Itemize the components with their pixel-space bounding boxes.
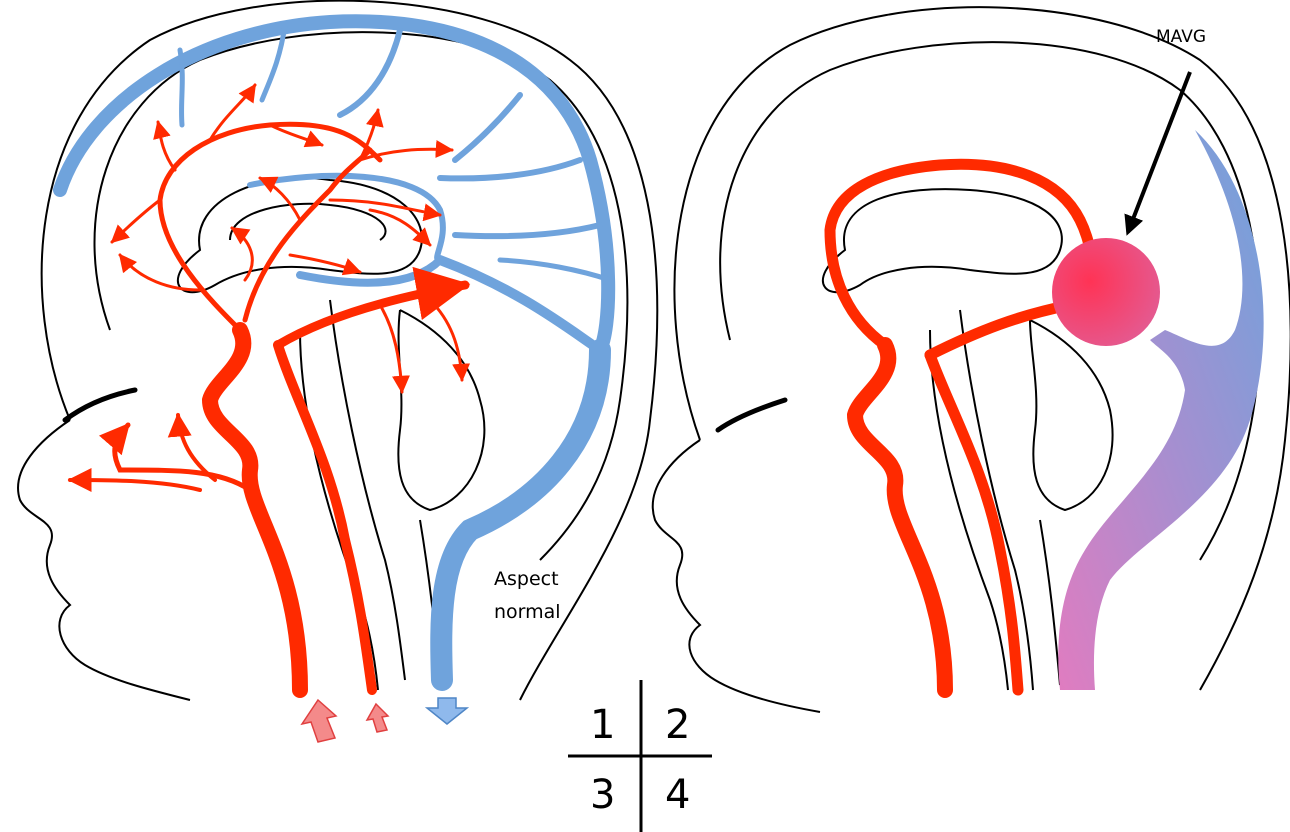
branch-a — [158, 122, 175, 170]
inflow-arrow-small — [367, 704, 388, 732]
cortical-vein-5 — [440, 160, 580, 178]
cerebellum-outline — [398, 310, 484, 510]
mavg-pointer-arrow — [1128, 72, 1190, 232]
anterior-cerebral-artery — [160, 124, 380, 330]
aspect-label-line1: Aspect — [494, 568, 559, 590]
inflow-arrow-large — [302, 700, 336, 742]
eyebrow-right — [718, 400, 785, 430]
cortical-vein-7 — [500, 260, 610, 280]
internal-carotid-artery — [210, 330, 300, 690]
flow-arrows — [302, 698, 467, 742]
quadrant-3: 3 — [590, 772, 615, 818]
cortical-vein-4 — [455, 95, 520, 160]
arterial-system-right — [830, 164, 1095, 690]
vein-of-galen — [300, 260, 440, 283]
branch-f — [112, 200, 160, 242]
face-profile-right — [653, 440, 820, 712]
quadrant-2: 2 — [665, 702, 690, 748]
cerebellum-outline-right — [1030, 320, 1113, 510]
quadrant-4: 4 — [665, 772, 690, 818]
mavg-aneurysm — [1052, 238, 1160, 346]
mavg-label: MAVG — [1156, 27, 1206, 47]
lower-outline-right — [1040, 520, 1060, 685]
cortical-vein-3 — [340, 30, 400, 115]
corpus-callosum-outline-right — [823, 189, 1062, 292]
brainstem-outline-right — [960, 310, 1033, 690]
internal-carotid-artery-right — [855, 345, 945, 690]
branch-m — [430, 300, 462, 380]
straight-sinus — [440, 260, 600, 350]
head-mavg: MAVG — [653, 7, 1290, 712]
head-normal: Aspect normal — [18, 1, 657, 742]
quadrant-legend: 1 2 3 4 — [568, 680, 712, 832]
facial-branch-1 — [70, 480, 200, 490]
anterior-feeder-right — [830, 164, 1095, 345]
eyebrow — [65, 390, 135, 420]
cortical-vein-1 — [180, 50, 182, 125]
outflow-arrow — [427, 698, 467, 724]
quadrant-1: 1 — [590, 702, 615, 748]
arterial-system — [70, 85, 465, 690]
dilated-venous-drainage — [1058, 130, 1263, 690]
inner-ventricle-outline — [230, 204, 386, 240]
face-profile — [18, 420, 190, 700]
branch-h — [232, 228, 252, 280]
basilar-to-posterior — [278, 285, 465, 345]
aspect-label-line2: normal — [494, 601, 561, 623]
cortical-vein-6 — [455, 225, 600, 236]
